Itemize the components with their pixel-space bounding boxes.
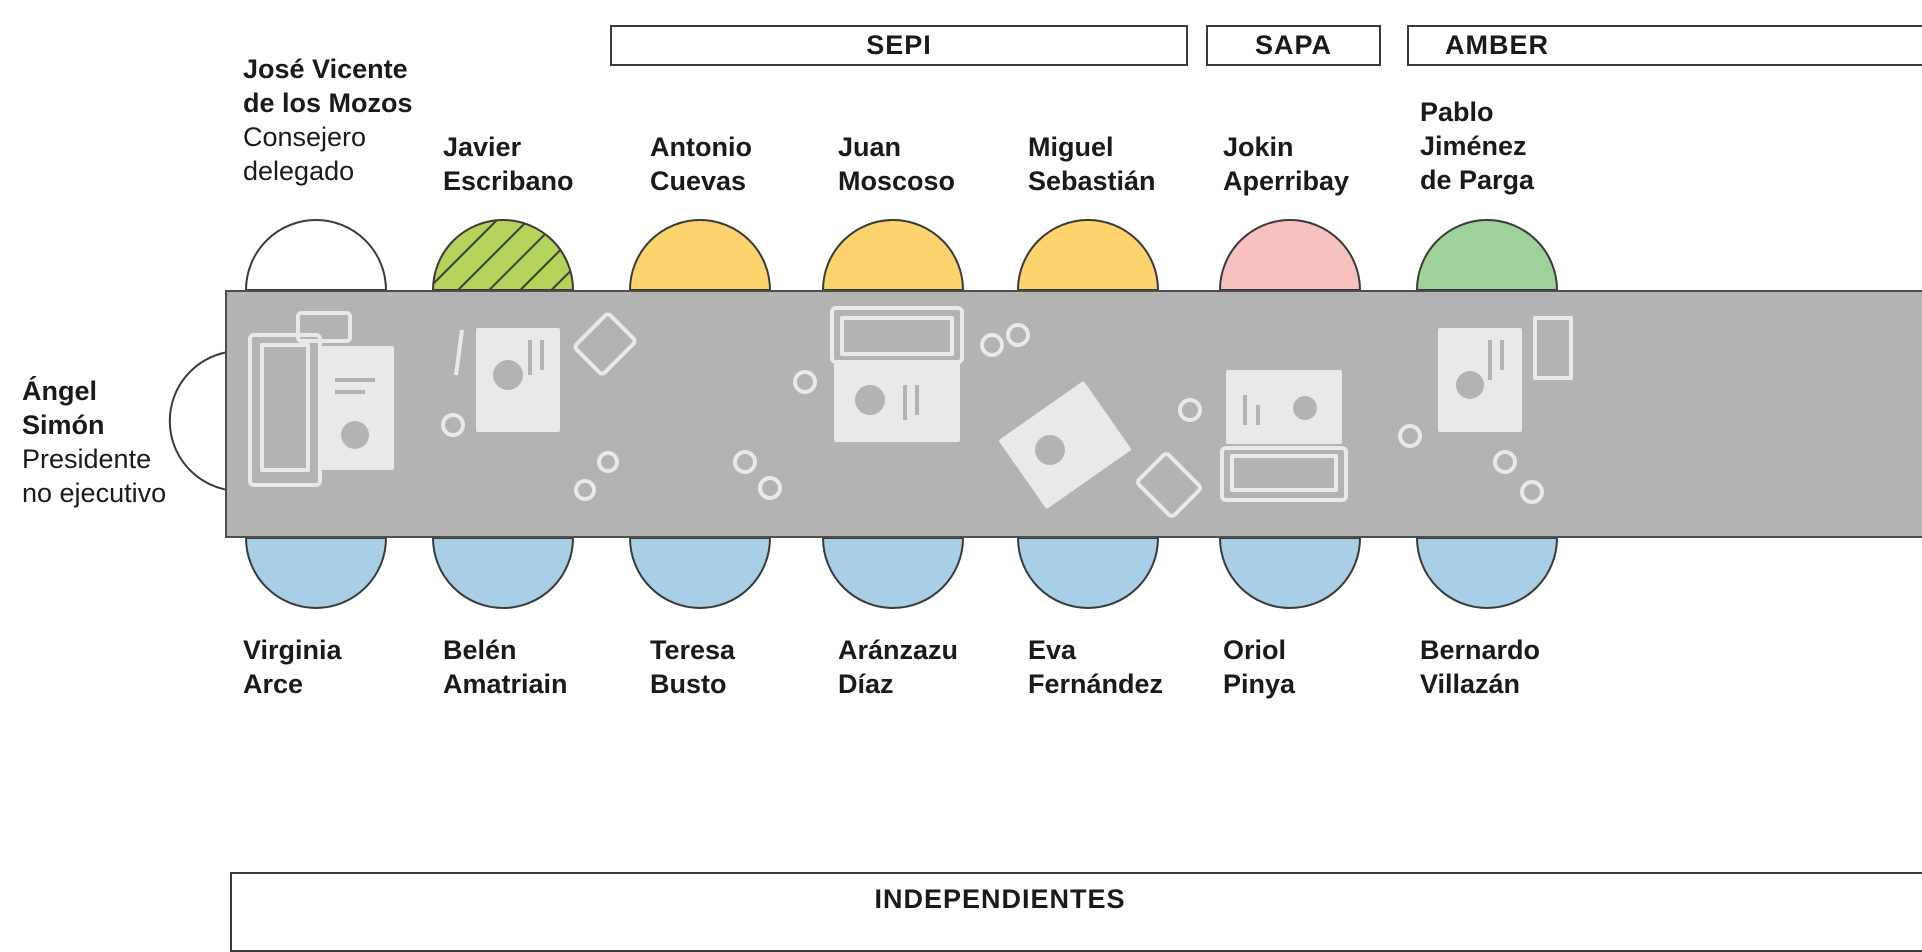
top-seat-7-name: Pablo Jiménez de Parga [1420,97,1535,195]
table-items-layer [248,306,1573,518]
bottom-seat-7-name: Bernardo Villazán [1420,635,1541,699]
coffee-cup-icon [1398,424,1422,448]
glasses-icon [980,323,1030,357]
group-sapa-label: SAPA [1254,30,1332,60]
bottom-chairs [244,537,1559,609]
top-chair-3 [628,219,772,291]
phone-icon [296,311,352,343]
bottom-chair-6 [1218,537,1362,609]
bottom-seat-5-name: Eva Fernández [1028,635,1164,699]
top-chairs [244,219,1559,291]
group-sepi-box: SEPI [610,25,1188,66]
phone-icon [573,312,637,376]
top-chair-4 [821,219,965,291]
bottom-seat-6-name: Oriol Pinya [1223,635,1296,699]
chairs-layer [168,219,1559,609]
coffee-cup-icon [1178,398,1202,422]
bottom-chair-7 [1415,537,1559,609]
top-chair-1 [244,219,388,291]
group-independientes-label: INDEPENDIENTES [874,884,1126,914]
group-amber-box: AMBER [1407,25,1922,66]
laptop-icon [248,333,394,487]
bottom-seat-4-name: Aránzazu Díaz [838,635,959,699]
laptop-icon [830,306,964,442]
top-seat-3-name: Antonio Cuevas [650,132,752,196]
top-seat-4-name: Juan Moscoso [838,132,956,196]
group-sepi-label: SEPI [866,30,932,60]
top-seat-1-name: José Vicente de los Mozos Consejero dele… [243,54,413,186]
bottom-chair-5 [1016,537,1160,609]
bottom-seat-2-name: Belén Amatriain [443,635,568,699]
group-independientes-box: INDEPENDIENTES [230,872,1922,952]
tablet-icon [999,381,1131,509]
bottom-seat-3-name: Teresa Busto [650,635,736,699]
top-seat-5-name: Miguel Sebastián [1028,132,1156,196]
document-icon [1438,316,1573,432]
bottom-chair-1 [244,537,388,609]
document-icon [454,328,560,432]
top-chair-7 [1415,219,1559,291]
glasses-icon [1493,450,1544,504]
head-seat-name: Ángel Simón Presidente no ejecutivo [22,376,167,508]
coffee-cup-icon [793,370,817,394]
laptop-icon [1220,370,1348,502]
bottom-chair-3 [628,537,772,609]
group-sapa-box: SAPA [1206,25,1381,66]
coffee-cup-icon [441,413,465,437]
top-chair-6 [1218,219,1362,291]
head-chair [168,351,229,491]
top-seat-6-name: Jokin Aperribay [1223,132,1350,196]
bottom-chair-2 [431,537,575,609]
bottom-chair-4 [821,537,965,609]
bottom-seat-1-name: Virginia Arce [243,635,342,699]
glasses-icon [574,451,619,501]
group-amber-label: AMBER [1445,30,1549,60]
phone-icon [1136,452,1202,518]
glasses-icon [733,450,782,500]
top-seat-2-name: Javier Escribano [443,132,574,196]
top-chair-2 [431,219,575,291]
top-chair-5 [1016,219,1160,291]
